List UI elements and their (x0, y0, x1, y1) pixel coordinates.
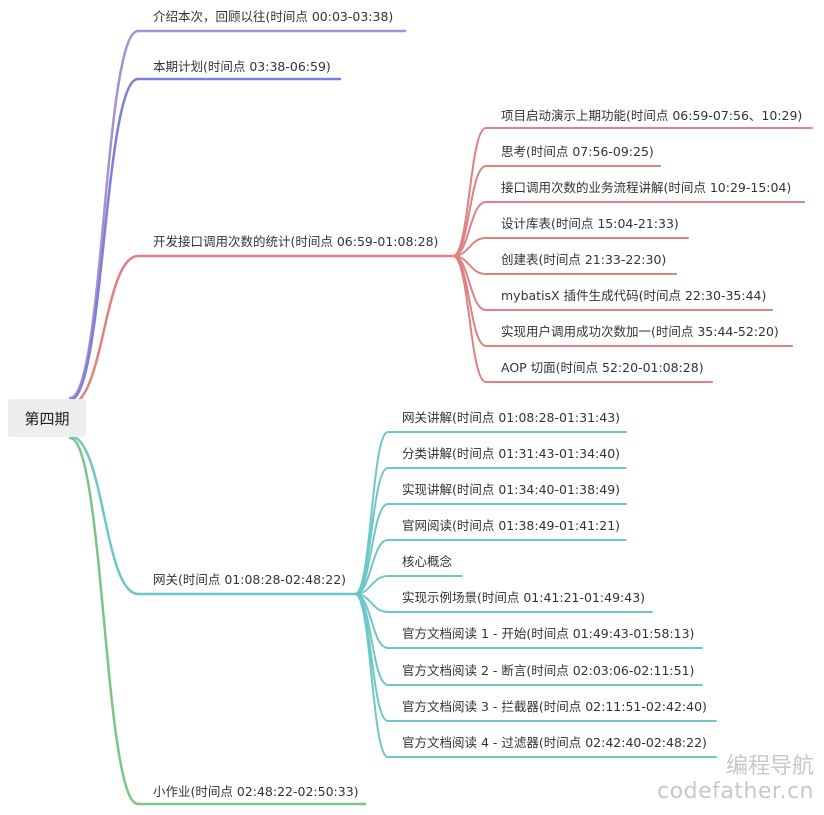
node-dev-child[interactable]: mybatisX 插件生成代码(时间点 22:30-35:44) (501, 288, 767, 303)
node-dev-child[interactable]: 创建表(时间点 21:33-22:30) (501, 252, 667, 267)
node-homework[interactable]: 小作业(时间点 02:48:22-02:50:33) (153, 784, 359, 799)
node-dev-child[interactable]: 项目启动演示上期功能(时间点 06:59-07:56、10:29) (501, 108, 803, 123)
node-gateway-child[interactable]: 官方文档阅读 1 - 开始(时间点 01:49:43-01:58:13) (402, 626, 695, 641)
node-dev[interactable]: 开发接口调用次数的统计(时间点 06:59-01:08:28) (153, 234, 439, 249)
root-node-label: 第四期 (24, 409, 70, 428)
node-intro[interactable]: 介绍本次，回顾以往(时间点 00:03-03:38) (153, 9, 394, 24)
branch-homework-connector (68, 436, 140, 806)
gateway-child-connector (354, 467, 389, 595)
node-gateway-child[interactable]: 网关讲解(时间点 01:08:28-01:31:43) (402, 410, 621, 425)
dev-child-connector (452, 255, 487, 383)
node-gateway-child[interactable]: 官方文档阅读 2 - 断言(时间点 02:03:06-02:11:51) (402, 663, 695, 678)
dev-child-connector (452, 165, 487, 257)
node-dev-child[interactable]: AOP 切面(时间点 52:20-01:08:28) (501, 360, 704, 375)
gateway-child-connector (354, 503, 389, 595)
branch-gateway-connector (68, 434, 140, 596)
node-gateway-child[interactable]: 实现讲解(时间点 01:34:40-01:38:49) (402, 482, 621, 497)
gateway-child-connector (354, 593, 389, 722)
node-gateway-child[interactable]: 核心概念 (402, 554, 453, 569)
node-gateway-child[interactable]: 官方文档阅读 3 - 拦截器(时间点 02:11:51-02:42:40) (402, 699, 707, 714)
dev-child-connector (452, 255, 487, 347)
dev-child-connector (452, 127, 487, 257)
gateway-child-connector (354, 593, 389, 758)
node-dev-child[interactable]: 实现用户调用成功次数加一(时间点 35:44-52:20) (501, 324, 779, 339)
node-plan[interactable]: 本期计划(时间点 03:38-06:59) (153, 59, 331, 74)
branch-plan-connector (68, 77, 140, 402)
watermark-text-cn: 编程导航 (725, 754, 814, 779)
node-dev-child[interactable]: 设计库表(时间点 15:04-21:33) (501, 216, 679, 231)
branch-intro-connector (68, 29, 140, 400)
node-gateway[interactable]: 网关(时间点 01:08:28-02:48:22) (153, 572, 347, 587)
node-gateway-child[interactable]: 实现示例场景(时间点 01:41:21-01:49:43) (402, 590, 646, 605)
root-node[interactable]: 第四期 (8, 399, 86, 437)
node-gateway-child[interactable]: 分类讲解(时间点 01:31:43-01:34:40) (402, 446, 621, 461)
node-gateway-child[interactable]: 官方文档阅读 4 - 过滤器(时间点 02:42:40-02:48:22) (402, 735, 707, 750)
node-gateway-child[interactable]: 官网阅读(时间点 01:38:49-01:41:21) (402, 518, 621, 533)
branch-dev-connector (68, 254, 140, 406)
node-dev-child[interactable]: 思考(时间点 07:56-09:25) (501, 144, 654, 159)
node-dev-child[interactable]: 接口调用次数的业务流程讲解(时间点 10:29-15:04) (501, 180, 792, 195)
watermark-text-en: codefather.cn (657, 779, 814, 804)
